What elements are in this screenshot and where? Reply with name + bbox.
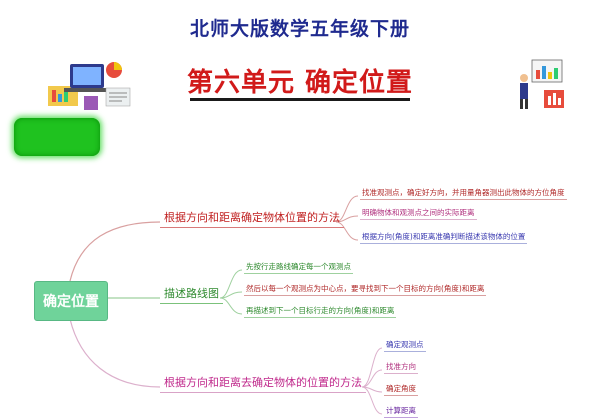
branch-route-map: 描述路线图 xyxy=(160,283,223,304)
branch-direction-distance-method: 根据方向和距离确定物体位置的方法 xyxy=(160,207,344,228)
leaf-item: 确定观测点 xyxy=(384,338,426,352)
desk-laptop-charts-illustration xyxy=(48,62,131,110)
unit-title-underline xyxy=(190,98,410,101)
leaf-item: 先按行走路线确定每一个观测点 xyxy=(244,260,353,274)
green-badge xyxy=(14,118,100,156)
person-charts-illustration xyxy=(520,59,564,109)
page-title: 北师大版数学五年级下册 xyxy=(189,18,410,40)
leaf-item: 然后以每一个观测点为中心点，要寻找到下一个目标的方向(角度)和距离 xyxy=(244,282,487,296)
branch-locate-object-method: 根据方向和距离去确定物体的位置的方法 xyxy=(160,372,366,393)
leaf-item: 再描述到下一个目标行走的方向(角度)和距离 xyxy=(244,304,397,318)
leaf-item: 根据方向(角度)和距离准确判断描述该物体的位置 xyxy=(360,230,528,244)
leaf-item: 计算距离 xyxy=(384,404,418,418)
unit-title: 第六单元 确定位置 xyxy=(186,68,414,98)
mindmap-root: 确定位置 xyxy=(34,281,108,321)
person-icon xyxy=(520,74,528,82)
leaf-item: 找准观测点，确定好方向，并用量角器测出此物体的方位角度 xyxy=(360,186,567,200)
leaf-item: 确定角度 xyxy=(384,382,418,396)
leaf-item: 找准方向 xyxy=(384,360,418,374)
leaf-item: 明确物体和观测点之间的实际距离 xyxy=(360,206,477,220)
